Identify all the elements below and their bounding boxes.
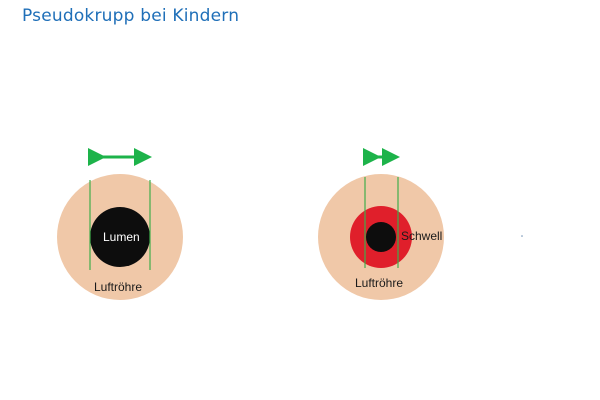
swollen-trachea-group: Schwell Luftröhre [318, 148, 523, 300]
normal-trachea-group: Lumen Luftröhre [57, 148, 183, 300]
narrowed-lumen [366, 222, 396, 252]
lumen-label: Lumen [103, 230, 140, 244]
normal-lumen [90, 207, 150, 267]
swelling-label: Schwell [401, 229, 442, 243]
normal-trachea-label: Luftröhre [94, 280, 142, 294]
stray-dot [521, 235, 523, 237]
diagram-title: Pseudokrupp bei Kindern [22, 6, 240, 26]
swollen-trachea-label: Luftröhre [355, 276, 403, 290]
